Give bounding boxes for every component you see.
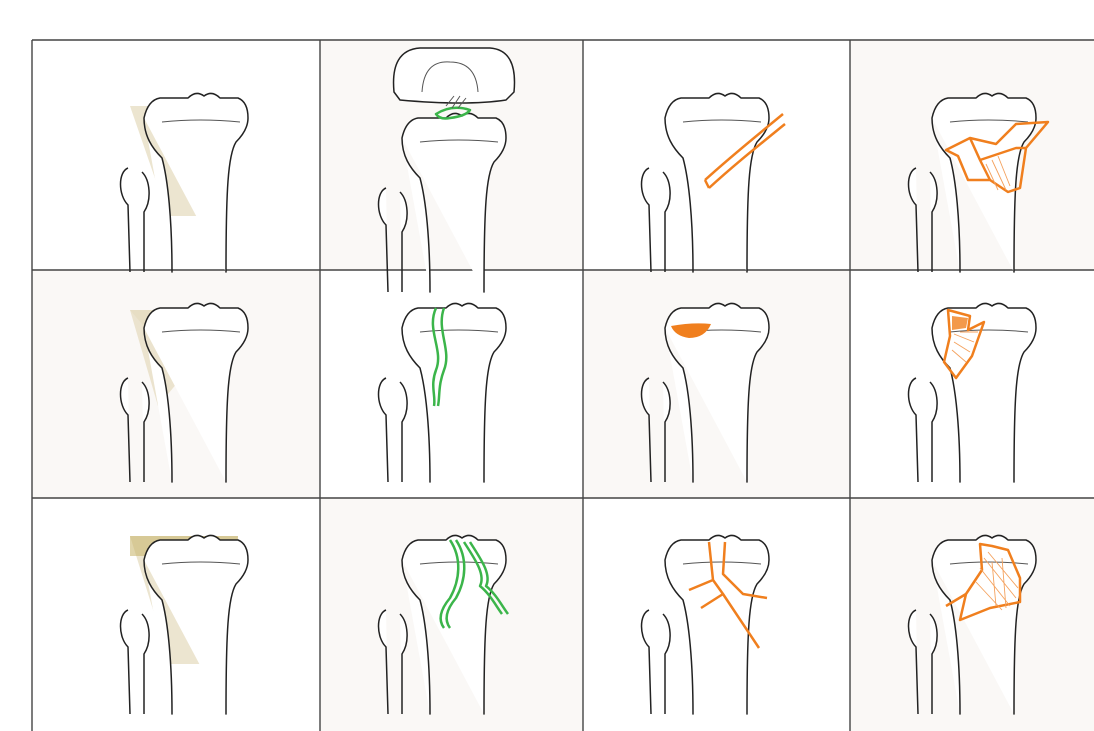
cell-b3-split-depression: [909, 303, 1037, 482]
cell-c-zone: [121, 535, 249, 714]
cell-a2-simple-extraarticular: [642, 93, 786, 272]
cell-c2-articular-multifragmentary-metaphysis: [642, 535, 770, 714]
cell-a-zone: [121, 93, 249, 272]
cell-b1-split: [379, 303, 507, 482]
